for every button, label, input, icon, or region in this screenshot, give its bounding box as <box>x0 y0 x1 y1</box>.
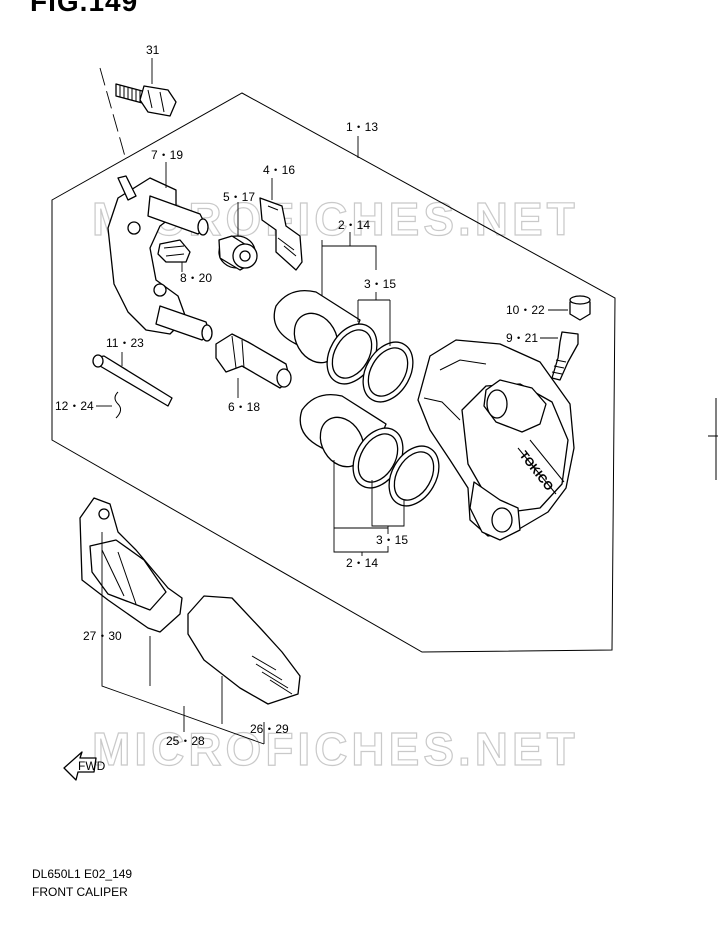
figure-title: FIG.149 <box>30 0 139 17</box>
callout-31: 31 <box>146 43 160 57</box>
pin-clip <box>114 391 122 419</box>
figure-model-code: DL650L1 E02_149 <box>32 867 133 881</box>
callout-5-17: 5・17 <box>223 190 255 204</box>
pad-pin <box>92 354 173 407</box>
callout-3-15-bot: 3・15 <box>376 533 408 547</box>
slide-pin <box>215 333 292 389</box>
callout-11-23: 11・23 <box>106 336 144 350</box>
seal-upper-inner <box>326 323 378 385</box>
leader-25-28 <box>101 636 265 745</box>
caliper-bracket <box>107 175 213 342</box>
watermark-bottom: MICROFICHES.NET <box>92 723 579 775</box>
callout-7-19: 7・19 <box>151 148 183 162</box>
bleeder-cap <box>569 295 591 321</box>
brake-pad-outer <box>79 497 183 633</box>
callout-12-24: 12・24 <box>55 399 94 413</box>
seal-upper-outer <box>362 341 414 403</box>
seal-lower-outer <box>388 445 440 507</box>
seal-lower-inner <box>352 427 404 489</box>
fwd-arrow-icon <box>63 751 97 781</box>
boot <box>218 235 258 271</box>
bolt-31 <box>115 83 177 117</box>
callout-6-18: 6・18 <box>228 400 260 414</box>
callout-3-15-top: 3・15 <box>364 277 396 291</box>
leader-2-14-bot <box>333 460 389 556</box>
leader-3-15-bot <box>371 480 405 534</box>
callout-2-14-bot: 2・14 <box>346 556 378 570</box>
leader-31-axis <box>99 67 127 161</box>
bleeder-screw <box>551 331 579 381</box>
callout-10-22: 10・22 <box>506 303 545 317</box>
callout-4-16: 4・16 <box>263 163 295 177</box>
leader-2-14-top <box>321 232 377 296</box>
callout-26-29: 26・29 <box>250 722 289 736</box>
figure-name: FRONT CALIPER <box>32 885 128 899</box>
callout-8-20: 8・20 <box>180 271 212 285</box>
callout-27-30: 27・30 <box>83 629 122 643</box>
caliper-body <box>417 339 575 541</box>
leader-3-15-top <box>357 292 391 346</box>
assembly-outline <box>51 92 616 653</box>
fwd-label: FWD <box>78 759 106 773</box>
callout-25-28: 25・28 <box>166 734 205 748</box>
callout-2-14-top: 2・14 <box>338 218 370 232</box>
brake-pad-inner <box>187 595 301 705</box>
callout-1-13: 1・13 <box>346 120 378 134</box>
pad-spring <box>259 197 303 271</box>
callout-9-21: 9・21 <box>506 331 538 345</box>
pad-spring-clip <box>157 239 191 263</box>
